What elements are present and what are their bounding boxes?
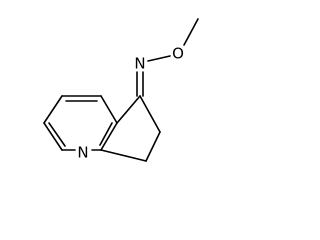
bond-c4a-c4 (100, 95, 118, 124)
chemical-structure: N N O (43, 18, 199, 162)
bond-n-o (147, 55, 171, 62)
bond-c2-c2b (43, 122, 63, 151)
double-bond-c7a-c4a-inner (99, 122, 113, 146)
bond-c5-c6 (139, 95, 161, 133)
ring-nitrogen-label: N (77, 144, 88, 162)
bond-c4a-c5 (116, 95, 141, 124)
bond-c6-c7 (145, 131, 161, 162)
bond-c3-c2 (43, 95, 63, 124)
bond-o-ch3 (183, 18, 199, 46)
oxime-nitrogen-label: N (134, 55, 145, 73)
double-bond-c2-c2b-inner (48, 122, 66, 147)
bond-c7-c7a (100, 149, 147, 162)
bond-c7a-c4a (100, 122, 118, 151)
oxygen-label: O (172, 45, 184, 63)
